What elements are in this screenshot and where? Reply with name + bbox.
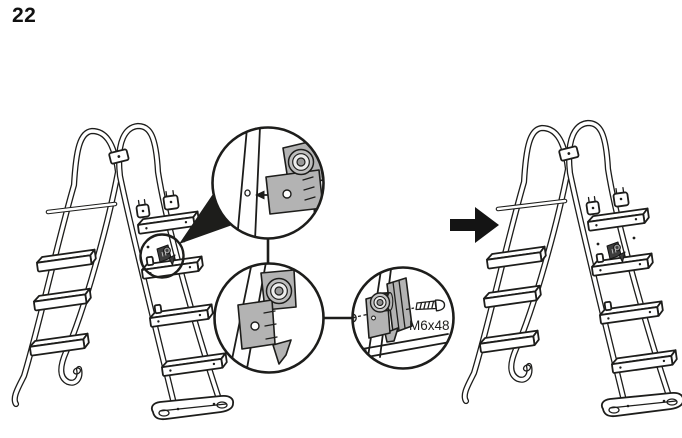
magnifier-circle [139, 233, 185, 279]
latch-dial-side [369, 292, 391, 313]
transition-arrow-icon [450, 207, 499, 243]
latch-dial [265, 277, 293, 305]
latch-part-side-view [365, 277, 413, 343]
latch-part [237, 269, 297, 365]
ladder-before [15, 126, 233, 419]
latch-hole [282, 189, 292, 199]
ladder-after [465, 123, 682, 416]
leg-hole [244, 189, 251, 197]
latch-dial [287, 148, 315, 176]
callout-screw-fixing: M6x48 [351, 266, 455, 370]
insert-arrow-icon [255, 190, 265, 200]
step-number: 22 [12, 4, 37, 27]
screw-size-label: M6x48 [409, 318, 450, 333]
fixing-screw-head-icon [353, 313, 357, 323]
screw-m6x48-icon [415, 299, 446, 312]
callout-latch-mounted [213, 262, 325, 374]
latch-hole [250, 321, 260, 331]
callout-latch-alignment [211, 126, 325, 240]
